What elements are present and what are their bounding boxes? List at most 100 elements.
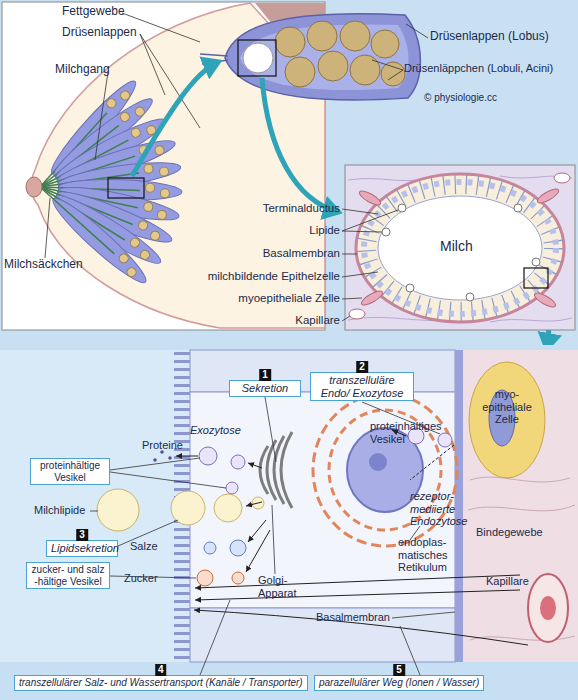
myoepithelial-cell	[536, 187, 561, 206]
transport-arrow	[246, 530, 270, 572]
leader-line	[342, 272, 378, 277]
transport-arrow	[176, 456, 198, 457]
lobule	[145, 183, 154, 192]
salt-vesicle	[204, 542, 216, 554]
leader-line	[110, 472, 226, 488]
protein-vesicle	[226, 482, 238, 494]
callout-box: zucker- und salz -hältige Vesikel	[26, 562, 110, 589]
leader-line	[45, 198, 50, 258]
part-label: Fettgewebe	[62, 5, 125, 19]
zoom-frame	[108, 178, 144, 198]
leader-line	[406, 24, 428, 38]
leader-line	[90, 511, 98, 512]
part-label: Kapillare	[486, 575, 529, 588]
callout-box: 3Lipidsekretion	[46, 540, 118, 557]
part-label: proteinhältiges Vesikel	[370, 420, 458, 445]
part-label: endoplas- matisches Retikulum	[398, 536, 470, 574]
myoepithelial-cell	[533, 291, 558, 310]
golgi-apparatus	[260, 432, 292, 508]
part-label: Golgi- Apparat	[258, 574, 306, 599]
lobule	[105, 97, 118, 110]
part-label: Basalmembran	[316, 611, 390, 624]
ductus-panel	[345, 165, 575, 330]
part-label: milchbildende Epithelzelle	[208, 270, 340, 283]
leader-line	[388, 70, 403, 80]
part-label: Salze	[130, 540, 158, 553]
protein-dot	[153, 458, 157, 462]
leader-line	[200, 600, 230, 675]
part-label: Kapillare	[295, 314, 340, 327]
lipid-droplet	[214, 494, 242, 522]
lobe-zoom	[225, 14, 420, 100]
leader-line	[95, 72, 108, 160]
lumen-area	[0, 350, 190, 662]
leader-line	[392, 612, 455, 618]
lobule	[350, 55, 380, 85]
part-label: rezeptor- mediierte Endozytose	[410, 490, 476, 528]
callout-number: 5	[393, 664, 405, 676]
capillary	[349, 309, 365, 319]
lobule	[129, 237, 141, 249]
callout-number: 4	[155, 664, 167, 676]
lobule-section	[243, 43, 273, 73]
gland-lobe	[35, 179, 166, 271]
lobule	[119, 111, 132, 124]
paracellular-arrow	[194, 610, 528, 645]
leader-line	[342, 210, 398, 231]
zoom-frame	[524, 268, 548, 288]
part-label: Lipide	[309, 224, 340, 237]
lipid-droplet	[398, 204, 406, 212]
gland-lobe	[33, 180, 152, 290]
callout-text: zucker- und salz -hältige Vesikel	[31, 564, 105, 587]
lobule	[139, 249, 151, 261]
transport-arrow	[248, 463, 262, 468]
part-label: Bindegewebe	[476, 526, 543, 539]
lobule	[143, 202, 154, 213]
callout-box: proteinhältige Vesikel	[30, 458, 110, 485]
lobule	[143, 164, 153, 174]
lipid-droplet	[171, 491, 205, 525]
part-label: Drüsenlappen (Lobus)	[430, 30, 549, 44]
sugar-vesicle	[197, 570, 213, 586]
cell-panel	[0, 345, 578, 700]
leader-line	[265, 397, 276, 462]
part-label: Milchgang	[55, 63, 110, 77]
protein-vesicle	[199, 447, 217, 465]
lobule	[285, 57, 315, 87]
lipid-droplet	[466, 293, 474, 301]
salt-vesicle	[230, 540, 246, 556]
lobule	[137, 220, 149, 232]
milk-duct	[40, 187, 114, 254]
lobule	[340, 21, 370, 51]
callout-box: 1Sekretion	[229, 380, 301, 397]
zoom-arrow	[132, 62, 218, 176]
part-label: Milchsäckchen	[4, 258, 83, 272]
part-label: Proteine	[142, 439, 183, 452]
leader-line	[110, 458, 200, 470]
red-blood-cell	[540, 596, 556, 620]
callout-number: 2	[356, 361, 368, 373]
leader-line	[342, 254, 357, 255]
leader-line	[342, 231, 382, 232]
part-label: Drüsenläppchen (Lobuli, Acini)	[404, 62, 553, 75]
transport-arrow	[246, 502, 262, 506]
leader-line	[342, 298, 362, 299]
callout-text: transzellulärer Salz- und Wassertranspor…	[19, 677, 303, 689]
lobule	[133, 105, 146, 118]
callout-text: parazellulärer Weg (Ionen / Wasser)	[319, 677, 479, 689]
transcellular-arrow	[195, 575, 520, 588]
connective-tissue	[462, 350, 578, 662]
zoom-arrow	[262, 78, 338, 212]
leader-line	[342, 316, 350, 321]
part-label: Terminalductus	[263, 202, 340, 215]
callout-text: proteinhältige Vesikel	[35, 460, 105, 483]
lipid-droplet	[406, 284, 414, 292]
lobule	[318, 51, 348, 81]
callout-number: 1	[259, 369, 271, 381]
myoepithelial-cell	[360, 289, 385, 308]
callout-box: 2transzelluläre Endo/ Exozytose	[310, 372, 414, 401]
neighbour-cell	[190, 608, 455, 662]
lipid-droplet	[532, 258, 540, 266]
basal-membrane	[455, 350, 463, 662]
lobule	[381, 62, 405, 86]
